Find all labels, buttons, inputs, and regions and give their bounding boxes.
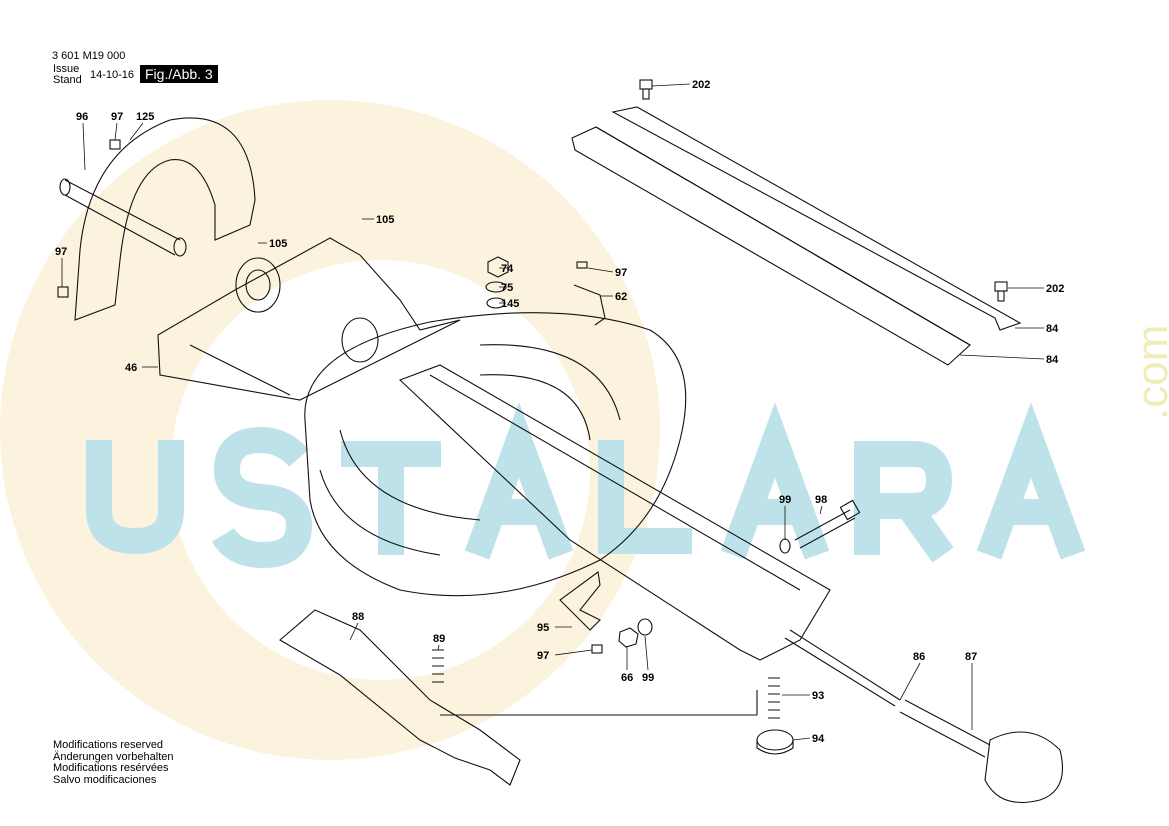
- figure-label: Fig./Abb. 3: [140, 65, 218, 83]
- rod-86-handle-87: [784, 629, 1064, 804]
- callout-96: 96: [76, 111, 88, 123]
- watermark-letter: [86, 440, 184, 555]
- issue-date: 14-10-16: [90, 69, 135, 81]
- note-es: Salvo modificaciones: [53, 773, 157, 786]
- callout-74: 74: [501, 263, 514, 275]
- bracket-95: [559, 571, 653, 654]
- callout-leader: [644, 635, 649, 671]
- callout-145: 145: [501, 298, 519, 310]
- knob-94: [756, 729, 794, 755]
- callout-94: 94: [812, 733, 825, 745]
- note-en: Modifications reserved: [53, 739, 164, 751]
- callout-93: 93: [812, 690, 824, 702]
- callout-105: 105: [269, 238, 287, 250]
- watermark-letter: [976, 402, 1086, 560]
- callout-97: 97: [537, 650, 549, 662]
- turntable: [304, 312, 687, 597]
- callout-leader: [129, 122, 144, 141]
- callout-leader: [349, 622, 359, 641]
- callout-leader: [819, 505, 823, 515]
- bracket-62: [573, 261, 606, 326]
- callout-leader: [651, 83, 691, 87]
- callout-105: 105: [376, 214, 394, 226]
- part-code: 3 601 M19 000: [52, 50, 126, 62]
- callout-99: 99: [642, 672, 654, 684]
- stand-label: Stand: [53, 74, 82, 86]
- arm-46: [157, 237, 461, 401]
- callout-84: 84: [1046, 323, 1059, 335]
- rail: [398, 364, 831, 661]
- leg-88: [279, 609, 521, 786]
- callout-leader: [587, 267, 614, 273]
- callout-202: 202: [1046, 283, 1064, 295]
- callout-leader: [82, 122, 86, 171]
- issue-label: Issue: [53, 63, 80, 75]
- guard-125: [74, 117, 256, 321]
- callout-86: 86: [913, 651, 925, 663]
- note-de: Änderungen vorbehalten: [53, 750, 174, 763]
- watermark-suffix: .com: [1128, 324, 1169, 420]
- callout-66: 66: [621, 672, 633, 684]
- callouts: 96 97 125 97 105 105 46 74 75 145 97 62 202 202 84 84 99…: [55, 79, 1064, 745]
- callout-99: 99: [779, 494, 791, 506]
- callout-97: 97: [111, 111, 123, 123]
- watermark-letter: [598, 440, 692, 554]
- callout-202: 202: [692, 79, 710, 91]
- callout-97: 97: [55, 246, 67, 258]
- callout-89: 89: [433, 633, 445, 645]
- screw-202: [639, 79, 1008, 302]
- springs-89-93: [432, 649, 780, 719]
- callout-leader: [899, 662, 921, 701]
- callout-leader: [114, 122, 118, 141]
- callout-125: 125: [136, 111, 154, 123]
- fence-bar-84: [571, 106, 1022, 366]
- callout-95: 95: [537, 622, 549, 634]
- callout-leader: [959, 354, 1045, 360]
- callout-leader: [437, 644, 440, 651]
- callout-leader: [792, 737, 811, 741]
- watermark: [0, 100, 1086, 760]
- rod-96: [59, 178, 187, 257]
- callout-75: 75: [501, 282, 513, 294]
- watermark-logo-letters: [86, 402, 1086, 569]
- watermark-letter: [211, 426, 313, 569]
- parts: [57, 79, 1064, 804]
- callout-46: 46: [125, 362, 137, 374]
- callout-98: 98: [815, 494, 827, 506]
- modifications-notice: Modifications reserved Änderungen vorbeh…: [53, 739, 174, 786]
- watermark-letter: [720, 402, 830, 560]
- watermark-letter: [341, 441, 441, 555]
- callout-97: 97: [615, 267, 627, 279]
- callout-88: 88: [352, 611, 364, 623]
- callout-87: 87: [965, 651, 977, 663]
- watermark-letter: [854, 441, 954, 563]
- callout-84: 84: [1046, 354, 1059, 366]
- callout-leader: [554, 649, 593, 656]
- watermark-letter: [464, 402, 574, 560]
- note-fr: Modifications resérvées: [53, 762, 169, 774]
- callout-62: 62: [615, 291, 627, 303]
- issue-stand-label: Issue Stand: [53, 64, 82, 86]
